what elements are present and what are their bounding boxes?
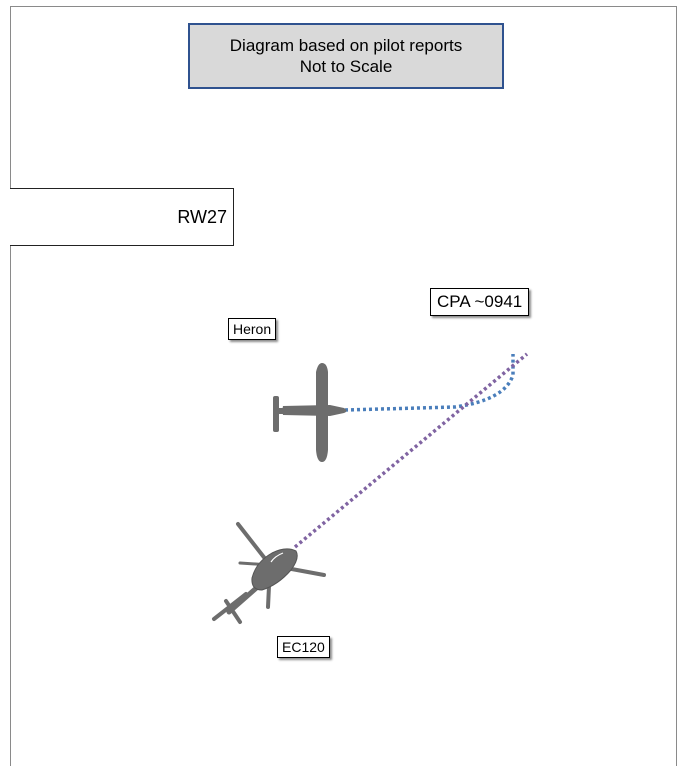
- cpa-label: CPA ~0941: [430, 288, 530, 316]
- title-line-2: Not to Scale: [299, 57, 393, 76]
- ec120-label: EC120: [277, 636, 330, 658]
- helicopter-body: [251, 548, 298, 591]
- light-aircraft-icon: [273, 363, 347, 462]
- diagram-frame: [10, 6, 677, 766]
- diagram-title-box: Diagram based on pilot reports Not to Sc…: [188, 23, 504, 89]
- runway-rw27: RW27: [10, 188, 234, 246]
- heron-label: Heron: [228, 318, 277, 340]
- ec120-track: [293, 352, 529, 549]
- runway-label: RW27: [177, 206, 227, 227]
- title-line-1: Diagram based on pilot reports: [229, 36, 463, 55]
- heron-track: [344, 354, 515, 412]
